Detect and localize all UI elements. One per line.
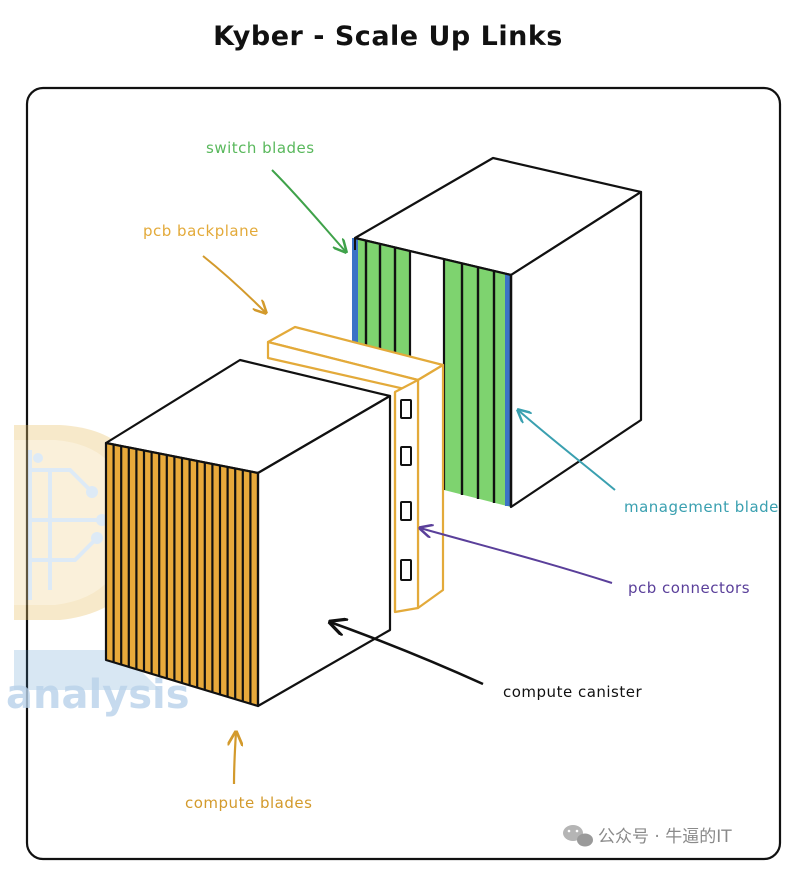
pcb-connector	[400, 446, 412, 466]
compute-cube	[104, 358, 392, 708]
pcb-connectors	[400, 399, 412, 581]
arrow-switch-blades	[271, 169, 346, 252]
wechat-caption: 公众号 · 牛逼的IT	[598, 827, 732, 847]
arrow-pcb-backplane	[202, 255, 266, 313]
switch-blades-right	[442, 260, 511, 507]
label-management-blade: management blade	[624, 498, 779, 516]
arrow-compute-canister	[330, 622, 484, 686]
diagram-title: Kyber - Scale Up Links	[213, 21, 563, 52]
diagram-frame	[25, 86, 782, 861]
label-pcb-backplane: pcb backplane	[143, 222, 259, 240]
arrow-pcb-connectors	[420, 528, 613, 584]
arrow-compute-blades	[234, 732, 236, 785]
wechat-icon	[563, 825, 593, 847]
pcb-connector	[400, 399, 412, 419]
pcb-connector	[400, 559, 412, 581]
pcb-connector	[400, 501, 412, 521]
compute-blades	[112, 444, 252, 704]
switch-blades-left	[352, 238, 412, 358]
label-pcb-connectors: pcb connectors	[628, 579, 750, 597]
label-compute-blades: compute blades	[185, 794, 312, 812]
label-compute-canister: compute canister	[503, 683, 642, 701]
watermark-logo-text: analysis	[6, 672, 190, 718]
label-switch-blades: switch blades	[206, 139, 315, 157]
arrow-management-blade	[518, 410, 616, 491]
wechat-watermark: 公众号 · 牛逼的IT	[563, 825, 732, 847]
